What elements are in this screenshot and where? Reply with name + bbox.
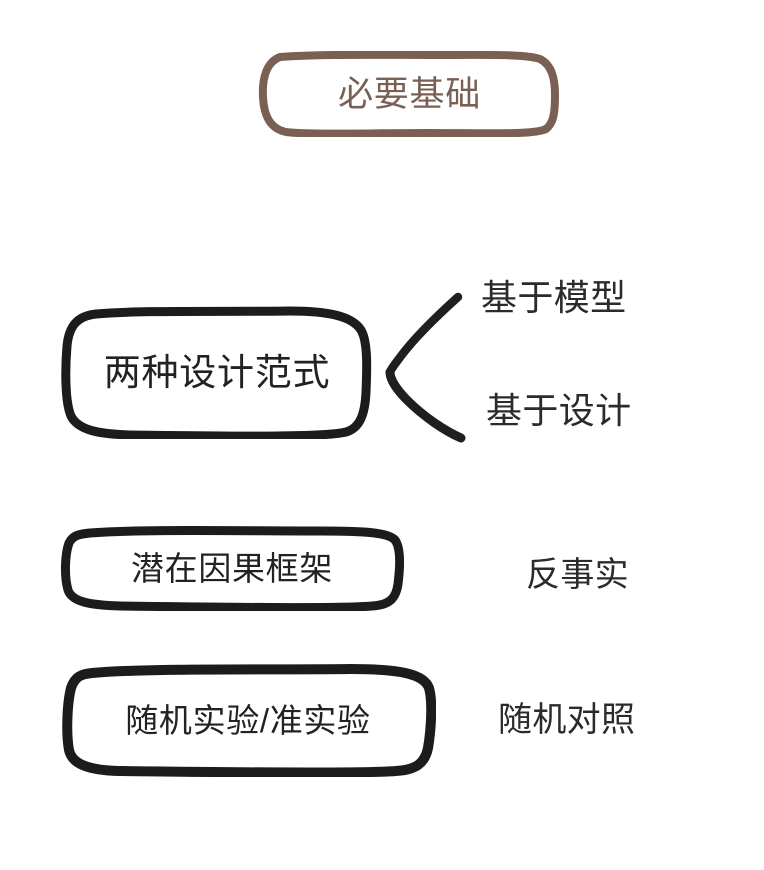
branch-label-design-based[interactable]: 基于设计 — [486, 390, 632, 431]
branch-connector-lower-arm — [385, 367, 466, 443]
node-paradigms-shape — [61, 306, 372, 439]
branch-label-model-based[interactable]: 基于模型 — [481, 277, 627, 318]
node-foundation-label: 必要基础 — [338, 74, 481, 114]
branch-connector-group — [385, 292, 466, 443]
node-paradigms[interactable]: 两种设计范式 — [60, 306, 374, 439]
node-experiment-shape — [62, 664, 436, 777]
branch-connector-upper-arm — [385, 292, 463, 377]
node-framework-label: 潜在因果框架 — [131, 550, 333, 587]
node-paradigms-label: 两种设计范式 — [103, 352, 331, 393]
node-experiment-label: 随机实验/准实验 — [125, 702, 371, 739]
node-framework[interactable]: 潜在因果框架 — [60, 526, 404, 611]
side-label-randomized-control[interactable]: 随机对照 — [498, 701, 636, 739]
node-foundation-shape — [258, 51, 559, 137]
node-foundation[interactable]: 必要基础 — [258, 51, 561, 137]
side-label-counterfactual[interactable]: 反事实 — [526, 556, 630, 594]
node-experiment[interactable]: 随机实验/准实验 — [60, 664, 436, 777]
node-framework-shape — [61, 526, 404, 611]
